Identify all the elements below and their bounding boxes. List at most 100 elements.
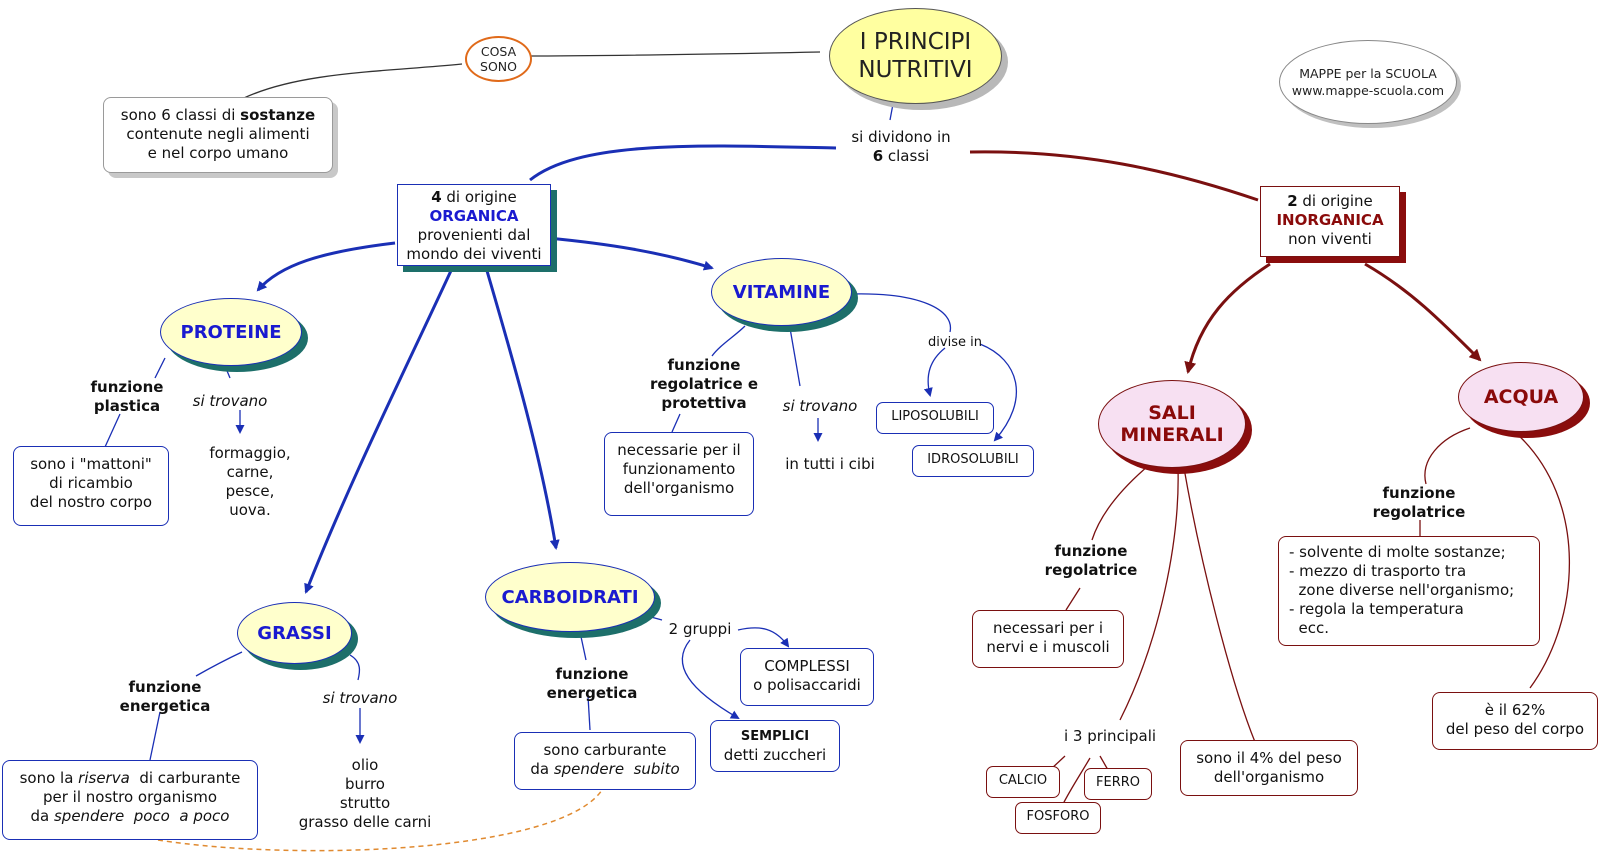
sali-desc-line2: nervi e i muscoli — [986, 638, 1110, 656]
sali-weight-line2: dell'organismo — [1213, 768, 1325, 786]
grassi-desc-line1-pre: sono la — [19, 769, 79, 787]
grassi-desc-line1-post: di carburante — [129, 769, 241, 787]
acqua-role-2: - mezzo di trasporto tra — [1289, 562, 1467, 580]
carboidrati-desc-line2-pre: da — [530, 760, 554, 778]
vitamine-function-line2: regolatrice e — [649, 375, 759, 393]
link-inorganic-sali — [1184, 262, 1271, 374]
acqua-percent-line1: è il 62% — [1484, 701, 1546, 719]
acqua-role-1: - solvente di molte sostanze; — [1289, 543, 1506, 561]
link-acqua-function — [1424, 427, 1471, 485]
definition-line1: sono 6 classi di sostanze — [104, 106, 332, 125]
proteine-food-4: uova. — [229, 501, 271, 519]
grassi-node: GRASSI — [237, 602, 352, 664]
sali-principal-label: i 3 principali — [1063, 727, 1157, 745]
link-carbo-gruppi — [639, 613, 663, 621]
divide-number: 6 — [872, 147, 884, 165]
vitamine-function-line3: protettiva — [661, 394, 747, 412]
proteine-function-line2: plastica — [93, 397, 161, 415]
vitamine-found: in tutti i cibi — [785, 455, 875, 473]
watermark-node: MAPPE per la SCUOLA www.mappe-scuola.com — [1279, 40, 1457, 124]
link-organic-proteine — [256, 241, 396, 292]
vitamine-found-label: si trovano — [782, 397, 858, 415]
sali-name-line1: SALI — [1148, 402, 1196, 424]
link-acqua-percent — [1514, 431, 1571, 689]
organic-line1: 4 di origine — [398, 188, 550, 207]
cosa-line1: COSA — [480, 44, 517, 59]
definition-line2: contenute negli alimenti — [126, 125, 310, 143]
calcio-box: CALCIO — [986, 766, 1060, 798]
inorganic-line1: 2 di origine — [1261, 192, 1399, 211]
link-grassi-found — [349, 654, 361, 681]
grassi-desc-line1-it: riserva — [78, 769, 130, 787]
acqua-function: funzione regolatrice — [1364, 484, 1474, 522]
idrosolubili-box: IDROSOLUBILI — [912, 445, 1034, 477]
sali-name-line2: MINERALI — [1120, 424, 1224, 446]
carboidrati-desc-line2-it: spendere subito — [553, 760, 680, 778]
cosa-line2: SONO — [480, 59, 517, 74]
sali-weight-line1: sono il 4% del peso — [1196, 749, 1342, 767]
sali-weight-box: sono il 4% del peso dell'organismo — [1180, 740, 1358, 796]
grassi-food-2: burro — [345, 775, 385, 793]
carboidrati-desc-box: sono carburante da spendere subito — [514, 732, 696, 790]
sali-desc-box: necessari per i nervi e i muscoli — [972, 610, 1124, 668]
link-divise-lipo — [923, 347, 946, 397]
proteine-desc-box: sono i "mattoni" di ricambio del nostro … — [13, 446, 169, 526]
link-organic-vitamine — [547, 236, 714, 271]
grassi-desc-line1: sono la riserva di carburante — [3, 769, 257, 788]
grassi-desc-box: sono la riserva di carburante per il nos… — [2, 760, 258, 840]
divide-label: si dividono in 6 classi — [836, 128, 966, 166]
vitamine-desc-box: necessarie per il funzionamento dell'org… — [604, 432, 754, 516]
fosforo-box: FOSFORO — [1015, 802, 1101, 834]
link-principali-ferro — [1099, 755, 1109, 771]
link-function-desc-vitamine — [671, 413, 681, 433]
grassi-food-4: grasso delle carni — [298, 813, 432, 831]
grassi-desc-line3-it: spendere poco a poco — [53, 807, 230, 825]
divide-line1: si dividono in — [851, 128, 951, 146]
link-proteine-found — [224, 365, 231, 379]
definition-box: sono 6 classi di sostanze contenute negl… — [103, 97, 333, 173]
proteine-foods: formaggio, carne, pesce, uova. — [190, 444, 310, 520]
proteine-food-1: formaggio, — [209, 444, 291, 462]
complessi-line2: o polisaccaridi — [753, 676, 861, 694]
vitamine-desc-line3: dell'organismo — [623, 479, 735, 497]
proteine-desc-line1: sono i "mattoni" — [30, 455, 152, 473]
acqua-role-5: ecc. — [1289, 619, 1330, 637]
sali-desc-line1: necessari per i — [993, 619, 1103, 637]
link-vitamine-function — [711, 325, 746, 357]
carboidrati-function-line2: energetica — [546, 684, 638, 702]
carboidrati-desc-line1: sono carburante — [543, 741, 667, 759]
inorganic-node: 2 di origine INORGANICA non viventi — [1260, 186, 1400, 257]
carboidrati-groups-label: 2 gruppi — [668, 620, 732, 638]
cosa-sono-node: COSA SONO — [465, 36, 532, 82]
link-function-desc-carbo — [587, 695, 591, 731]
link-title-cosa — [523, 51, 821, 57]
complessi-box: COMPLESSI o polisaccaridi — [740, 648, 874, 706]
divide-line2-text: classi — [883, 147, 930, 165]
link-divise-idro — [979, 343, 1018, 442]
grassi-desc-line3-pre: da — [30, 807, 54, 825]
grassi-function-line2: energetica — [119, 697, 211, 715]
link-divide-inorganic — [969, 150, 1259, 202]
organic-line1-text: di origine — [441, 188, 517, 206]
organic-line4: mondo dei viventi — [406, 245, 542, 263]
vitamine-function: funzione regolatrice e protettiva — [640, 356, 768, 413]
carboidrati-node: CARBOIDRATI — [485, 562, 655, 632]
organic-line3: provenienti dal — [417, 226, 531, 244]
inorganic-num: 2 — [1287, 192, 1298, 210]
link-sali-weight — [1183, 467, 1256, 743]
link-cosa-definition — [243, 63, 463, 99]
link-dashed-grassi-carbo — [157, 789, 603, 852]
organic-line2: ORGANICA — [429, 207, 519, 225]
proteine-function: funzione plastica — [72, 378, 182, 416]
organic-node: 4 di origine ORGANICA provenienti dal mo… — [397, 184, 551, 266]
sali-function-line1: funzione — [1054, 542, 1128, 560]
acqua-percent-box: è il 62% del peso del corpo — [1432, 692, 1598, 750]
carboidrati-desc-line2: da spendere subito — [515, 760, 695, 779]
definition-line1-text: sono 6 classi di — [120, 106, 241, 124]
watermark-line1: MAPPE per la SCUOLA — [1299, 66, 1437, 81]
sali-function-line2: regolatrice — [1044, 561, 1138, 579]
acqua-roles-box: - solvente di molte sostanze; - mezzo di… — [1278, 536, 1540, 646]
vitamine-desc-line1: necessarie per il — [617, 441, 741, 459]
proteine-node: PROTEINE — [160, 298, 302, 366]
